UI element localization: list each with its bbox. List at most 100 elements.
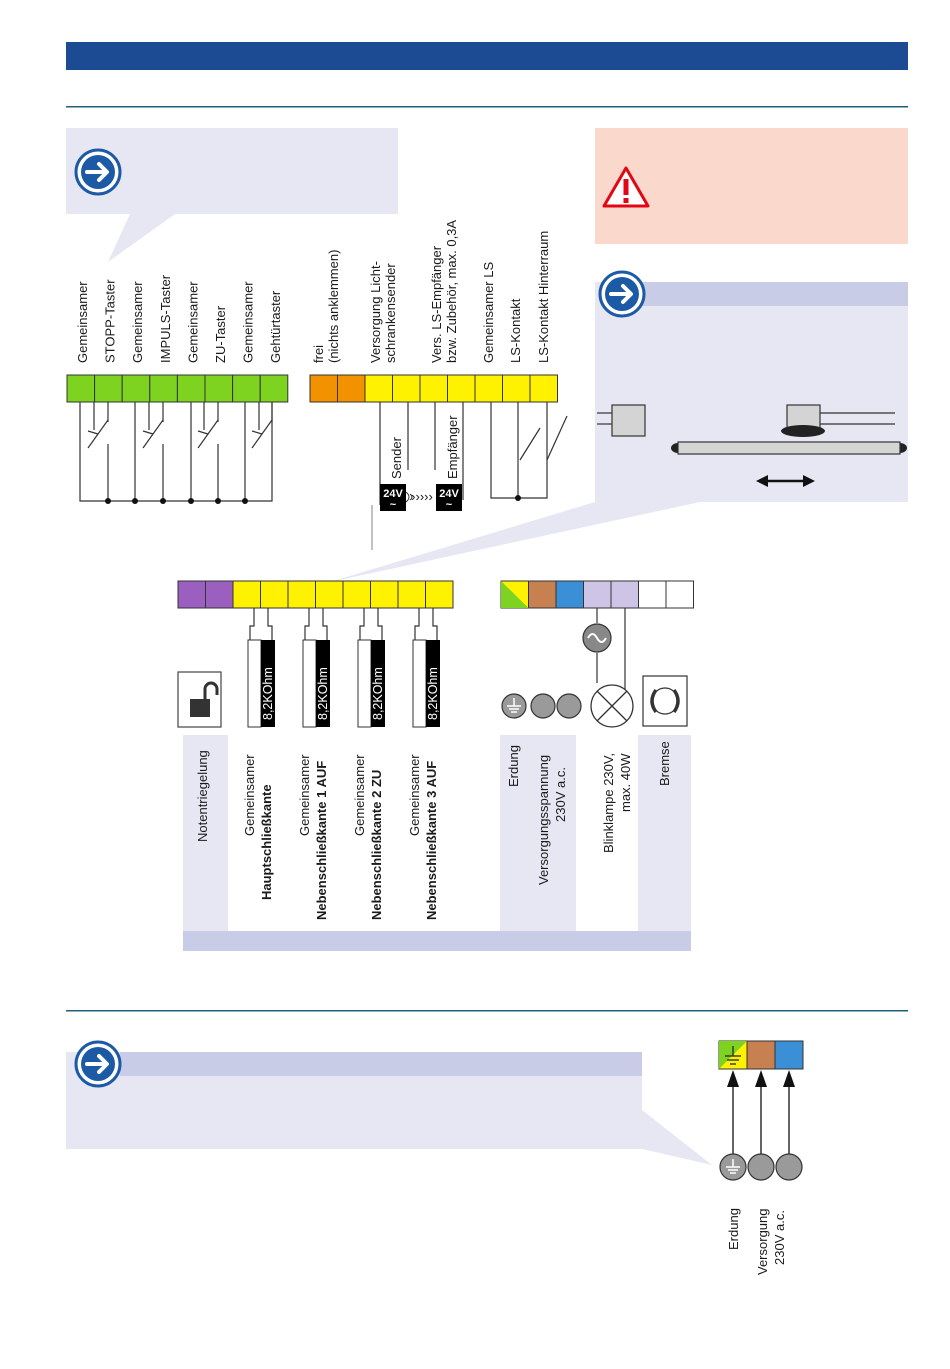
terminal-cell <box>502 374 531 403</box>
terminal-cell <box>529 374 558 403</box>
photocell-terminal-label: Versorgung Licht- <box>368 261 383 363</box>
resistor-body <box>247 639 262 728</box>
lamp-label-2: max. 40W <box>618 753 633 812</box>
edge-name-label: Nebenschließkante 2 ZU <box>369 770 384 920</box>
supply-terminal-dot <box>747 1153 775 1181</box>
resistor-lead <box>359 608 383 640</box>
middle-label-panels <box>183 735 691 951</box>
resistor-value: 8,2KOhm <box>426 667 440 720</box>
photocell-terminal-label: schrankensender <box>383 263 398 363</box>
receiver-tilde: ~ <box>446 499 453 511</box>
resistor-body <box>302 639 317 728</box>
bottom-supply-label-1: Versorgung <box>755 1209 770 1276</box>
resistor-lead <box>414 608 438 640</box>
terminal-cell <box>260 580 289 609</box>
terminal-cell <box>342 580 371 609</box>
terminal-cell <box>555 580 584 609</box>
supply-terminal-dot <box>775 1153 803 1181</box>
photocell-terminal-label: bzw. Zubehör, max. 0,3A <box>444 220 459 363</box>
arrow-right-icon <box>74 1040 122 1088</box>
button-terminal-label: Gemeinsamer <box>185 281 200 363</box>
button-terminal-label: STOPP-Taster <box>103 279 118 363</box>
ac-source-icon <box>582 623 612 653</box>
resistor-lead <box>304 608 328 640</box>
wiring-nodes <box>105 498 248 504</box>
terminal-strip-buttons <box>66 374 289 403</box>
terminal-cell <box>315 580 344 609</box>
lamp-icon <box>590 684 634 728</box>
sender-tilde: ~ <box>390 499 397 511</box>
button-terminal-label: ZU-Taster <box>213 305 228 363</box>
photocell-terminal-label: LS-Kontakt <box>508 298 523 363</box>
terminal-cell <box>204 374 234 403</box>
edge-common-label: Gemeinsamer <box>352 754 367 836</box>
brake-label: Bremse <box>657 741 672 786</box>
terminal-cell <box>370 580 399 609</box>
arrow-right-icon <box>74 148 122 196</box>
photocell-terminal-labels: frei(nichts anklemmen)Versorgung Licht-s… <box>311 220 551 363</box>
warning-triangle-icon <box>602 166 650 208</box>
edge-common-label: Gemeinsamer <box>407 754 422 836</box>
resistor-body <box>371 640 385 727</box>
resistor-body <box>357 639 372 728</box>
button-terminal-label: Gemeinsamer <box>130 281 145 363</box>
button-terminal-label: IMPULS-Taster <box>158 274 173 363</box>
photocell-terminal-label: (nichts anklemmen) <box>326 250 341 363</box>
terminal-cell <box>528 580 557 609</box>
terminal-cell <box>474 374 503 403</box>
photocell-terminal-label: LS-Kontakt Hinterraum <box>536 231 551 363</box>
warning-panel <box>595 128 908 244</box>
earth-icon <box>719 1153 747 1181</box>
resistor-lead <box>249 608 273 640</box>
terminal-cell <box>309 374 338 403</box>
terminal-cell <box>665 580 694 609</box>
sender-voltage: 24V <box>383 488 403 500</box>
notentriegelung-label: Notentriegelung <box>195 750 210 842</box>
unlock-icon <box>177 671 222 728</box>
terminal-strip-safety-edges <box>177 580 454 609</box>
terminal-cell <box>232 374 261 403</box>
edge-name-label: Nebenschließkante 3 AUF <box>424 761 439 920</box>
terminal-cell <box>232 580 261 609</box>
terminal-cell <box>419 374 448 403</box>
resistor-body <box>316 640 330 727</box>
resistor-body <box>412 639 427 728</box>
earth-icon <box>501 693 527 719</box>
terminal-strip-power <box>500 580 694 609</box>
button-terminal-label: Gehtürtaster <box>268 290 283 363</box>
bottom-erdung-label: Erdung <box>726 1208 741 1250</box>
terminal-cell <box>610 580 639 609</box>
supply-label-2: 230V a.c. <box>553 767 568 822</box>
earth-icon <box>725 1046 741 1065</box>
resistor-body <box>261 640 275 727</box>
header-bar <box>66 42 908 70</box>
terminal-cell <box>447 374 476 403</box>
svg-text:›››››: ››››› <box>411 489 433 504</box>
photocell-terminal-label: Vers. LS-Empfänger <box>429 245 444 363</box>
terminal-cell <box>337 374 366 403</box>
arrow-right-icon <box>598 270 646 318</box>
edge-common-label: Gemeinsamer <box>297 754 312 836</box>
terminal-strip-photocell <box>309 374 558 403</box>
supply-terminal-dot <box>556 693 582 719</box>
terminal-cell <box>287 580 316 609</box>
supply-label-1: Versorgungsspannung <box>536 755 551 885</box>
supply-terminal-dot <box>530 693 556 719</box>
terminal-cell <box>94 374 123 403</box>
resistor-value: 8,2KOhm <box>316 667 330 720</box>
terminal-cell <box>259 374 289 403</box>
terminal-cell <box>583 580 612 609</box>
resistor-value: 8,2KOhm <box>261 667 275 720</box>
info-panel-bottom <box>66 1040 712 1165</box>
lamp-label-1: Blinklampe 230V, <box>601 753 616 853</box>
bottom-power-wiring <box>732 1085 790 1154</box>
terminal-cell <box>66 374 96 403</box>
info-panel-top <box>66 128 398 262</box>
terminal-strip-power-bottom <box>718 1040 804 1070</box>
terminal-cell <box>364 374 393 403</box>
resistor-value: 8,2KOhm <box>371 667 385 720</box>
button-terminal-label: Gemeinsamer <box>241 281 256 363</box>
terminal-cell <box>121 374 151 403</box>
button-terminal-labels: Gemeinsamer STOPP-Taster Gemeinsamer IMPULS… <box>75 274 283 363</box>
edge-common-label: Gemeinsamer <box>242 754 257 836</box>
